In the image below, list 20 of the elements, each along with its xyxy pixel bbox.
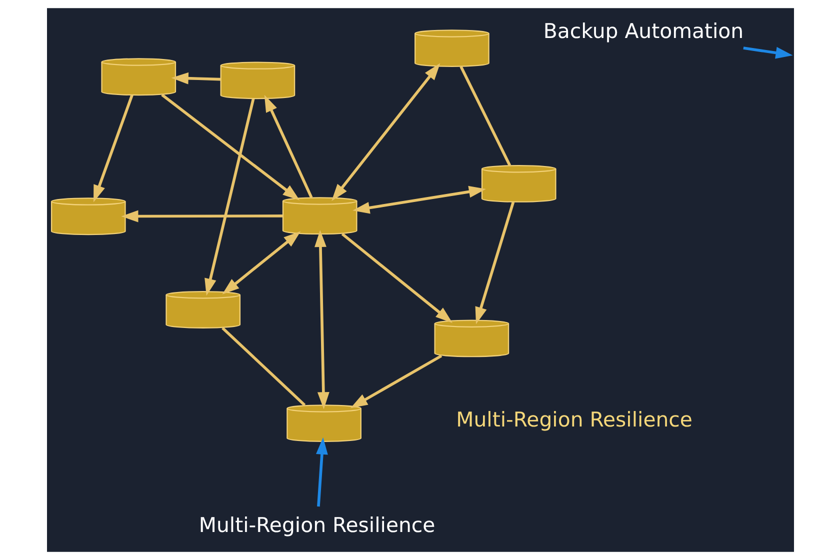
connector [221, 326, 306, 406]
node-text: Backup Automation [542, 19, 744, 44]
arrow [350, 354, 442, 408]
connector [459, 66, 511, 166]
arrow [331, 63, 440, 201]
arrow [120, 210, 282, 222]
arrow [352, 186, 486, 214]
label: Multi-Region Resilience [456, 407, 692, 432]
arrow [222, 231, 300, 294]
arrow [742, 46, 792, 59]
arrow [314, 230, 329, 410]
arrow [160, 94, 300, 200]
arrow [474, 202, 514, 324]
arrow [204, 98, 254, 296]
arrow [340, 232, 452, 323]
node-text: Multi-Region Resilience [198, 512, 435, 537]
arrow [170, 72, 220, 84]
arrow [93, 94, 133, 202]
arrow [264, 94, 312, 198]
arrow [316, 437, 328, 507]
